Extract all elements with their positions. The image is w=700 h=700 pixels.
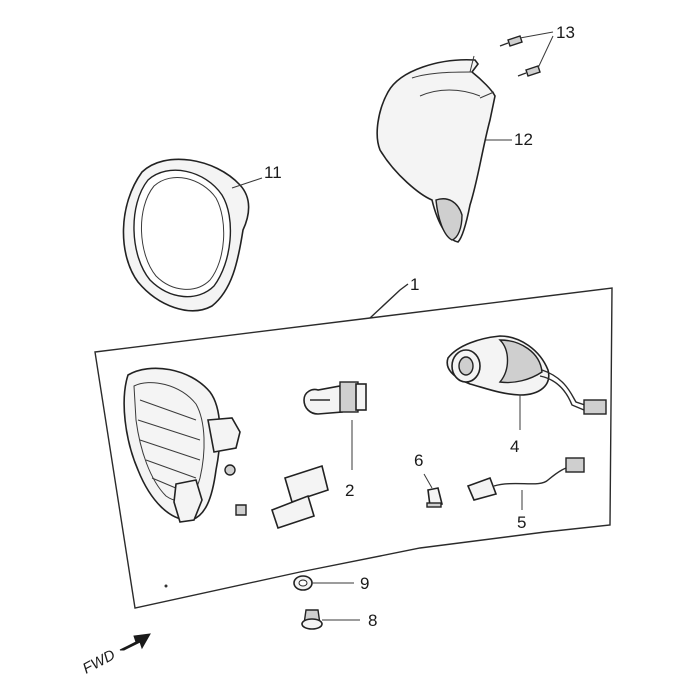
leader-lines	[231, 31, 554, 621]
nut-icon	[224, 464, 236, 476]
washer	[293, 575, 313, 591]
label-part-5: 5	[517, 513, 526, 532]
dot-mark	[164, 584, 168, 588]
bulb-socket-harness	[446, 335, 607, 415]
label-part-9: 9	[360, 574, 369, 593]
label-part-6: 6	[414, 451, 423, 470]
label-part-2: 2	[345, 481, 354, 500]
headlight-unit	[123, 367, 247, 523]
position-bulb	[426, 487, 443, 508]
headlight-bulb	[303, 381, 367, 415]
pilot-lamp-socket	[466, 457, 585, 501]
headlight-cover	[376, 55, 496, 243]
label-part-1: 1	[410, 275, 419, 294]
label-part-8: 8	[368, 611, 377, 630]
bolt	[301, 609, 323, 630]
label-part-4: 4	[510, 437, 519, 456]
fwd-label: FWD	[80, 646, 118, 677]
forward-direction-indicator: FWD	[80, 633, 151, 678]
label-part-13: 13	[556, 23, 575, 42]
screw-icon	[235, 504, 247, 516]
screws	[499, 35, 541, 77]
label-part-11: 11	[264, 163, 282, 182]
shim-plates	[271, 464, 329, 530]
label-part-12: 12	[514, 130, 533, 149]
headlight-rim	[122, 158, 250, 312]
forward-arrow-icon	[119, 633, 151, 651]
